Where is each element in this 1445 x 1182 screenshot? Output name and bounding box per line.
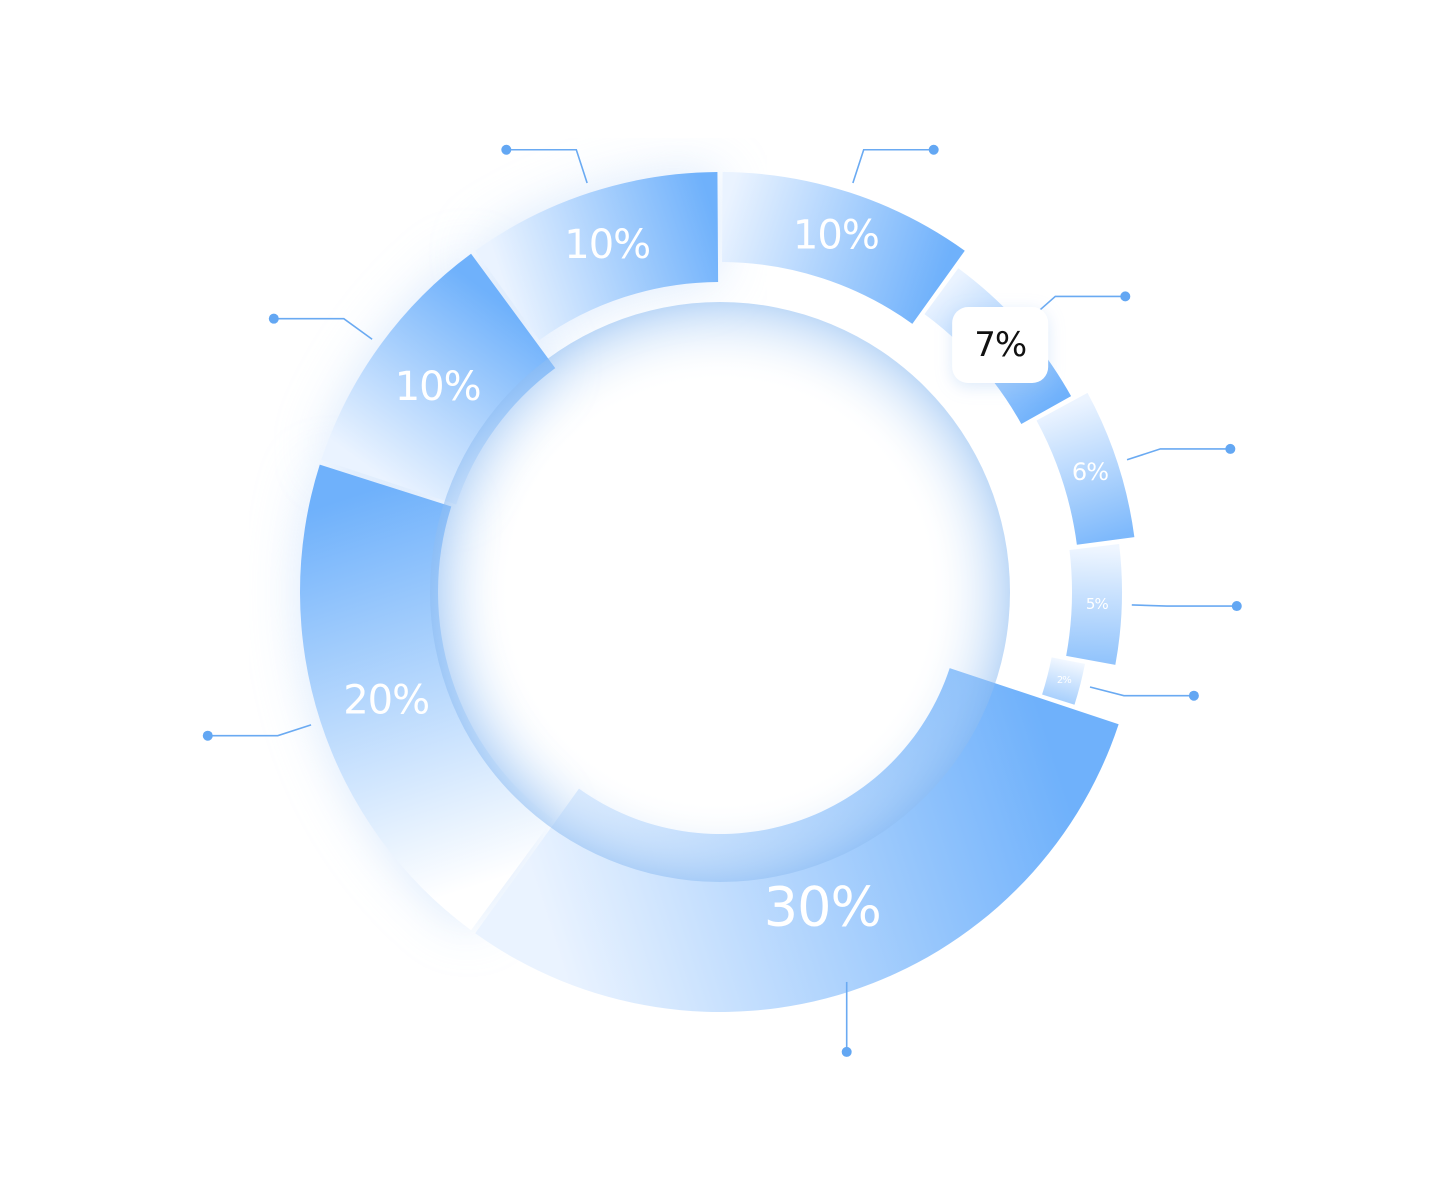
slice-label: 2% [1057, 675, 1071, 686]
donut-slice[interactable] [321, 253, 556, 505]
slice-label: 10% [564, 222, 650, 268]
inner-glow [430, 302, 1010, 882]
donut-slice[interactable] [300, 464, 553, 931]
donut-slice[interactable] [1042, 657, 1085, 705]
leader-dot [1231, 601, 1242, 612]
leader-line [852, 148, 934, 184]
donut-slice[interactable] [1036, 392, 1135, 545]
slice-label: 20% [343, 677, 429, 723]
slice-labels: 10% 7% 6% 5% 2% 30% 20% 10% 10% [343, 212, 1109, 938]
leader-dot [1225, 443, 1236, 454]
slice-label: 10% [395, 364, 481, 410]
leader-dot [928, 144, 939, 155]
slice-label: 6% [1072, 458, 1108, 486]
leader-dot [841, 1046, 852, 1057]
leader-dot [268, 313, 279, 324]
leader-dot [1120, 291, 1131, 302]
donut-slice[interactable] [1066, 544, 1122, 665]
leader-dot [202, 730, 213, 741]
leader-line [1131, 604, 1237, 607]
slice-label: 5% [1086, 595, 1109, 613]
donut-slice[interactable] [722, 172, 965, 324]
slice-label: 10% [793, 212, 879, 258]
donut-slice[interactable] [475, 172, 719, 341]
leader-line [273, 317, 373, 340]
leader-dot [501, 144, 512, 155]
slice-label: 7% [974, 325, 1026, 365]
leader-dot [1188, 690, 1199, 701]
leader-line [1126, 448, 1231, 461]
leader-line [1089, 686, 1194, 697]
leader-line [207, 724, 312, 737]
highlight-label-bg [952, 307, 1049, 384]
leader-line [506, 148, 588, 184]
slice-label: 30% [764, 875, 881, 938]
